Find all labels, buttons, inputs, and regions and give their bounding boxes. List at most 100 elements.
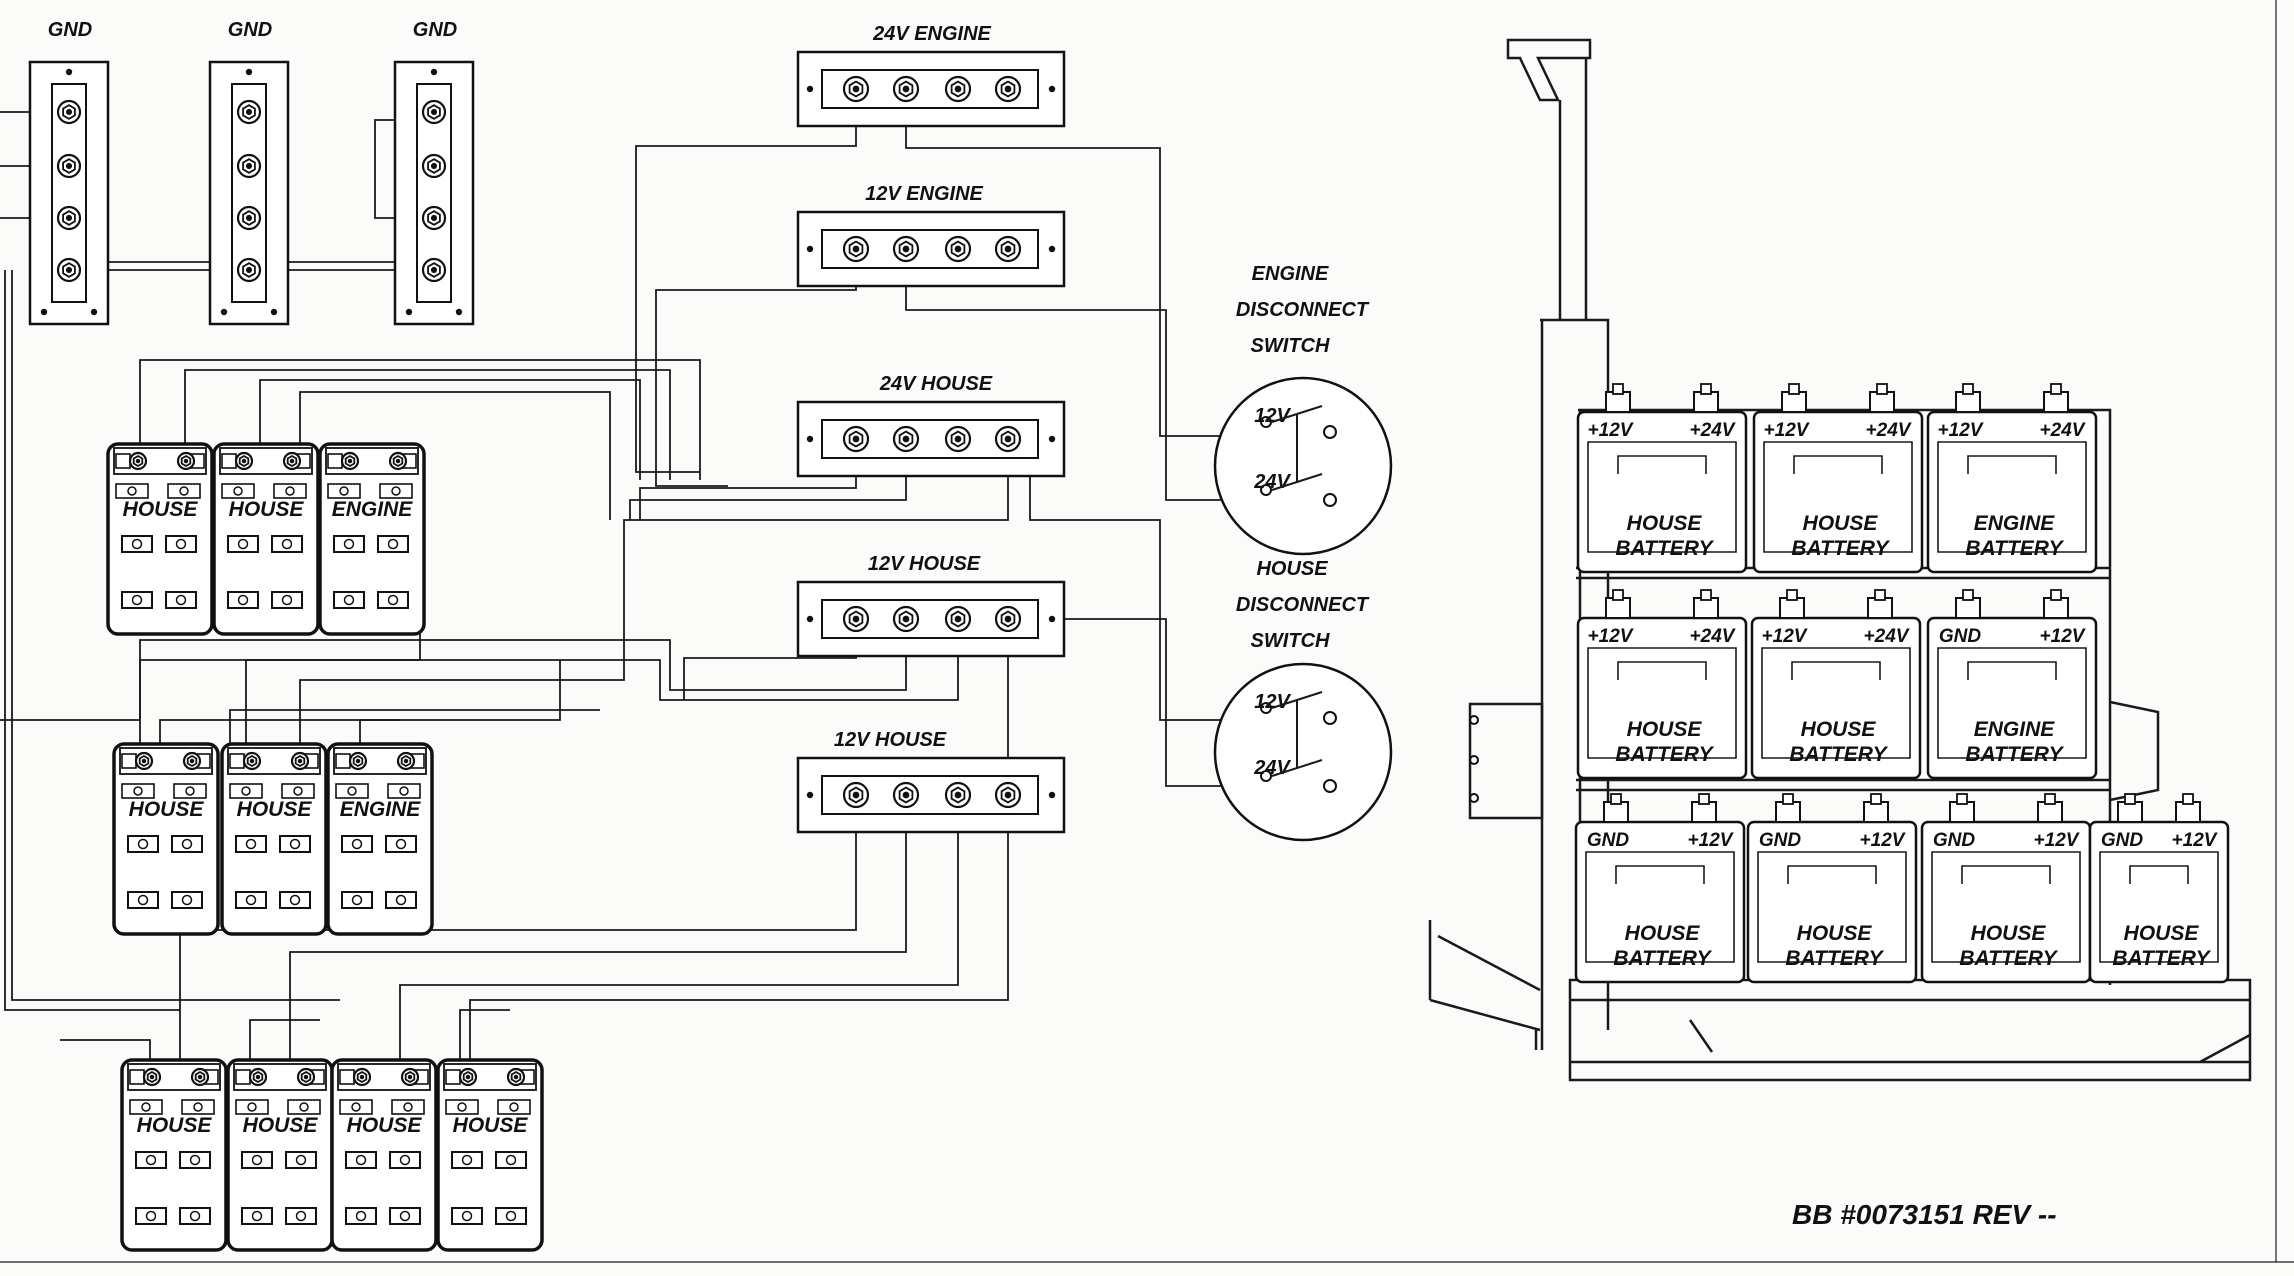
battery-label: BATTERY <box>1959 947 2058 970</box>
stud-icon <box>388 451 408 471</box>
terminal-label: +12V <box>1762 626 1808 647</box>
rack-post <box>1534 58 1610 1050</box>
screw-icon <box>806 245 814 253</box>
battery-label: ENGINE <box>340 798 422 821</box>
battery: HOUSE <box>212 442 320 636</box>
battery-case <box>318 442 426 636</box>
wire <box>299 391 611 520</box>
wire <box>4 270 340 1011</box>
battery-case <box>1576 616 1748 780</box>
battery-label: HOUSE <box>1625 922 1701 945</box>
distribution-busbar: 24V ENGINE <box>796 23 1066 128</box>
screw-icon <box>806 791 814 799</box>
screw-icon <box>270 308 278 316</box>
battery-case <box>1750 616 1922 780</box>
battery-case <box>112 742 220 936</box>
terminal-label: GND <box>1587 830 1630 851</box>
wire <box>399 795 959 1060</box>
terminal-label: +12V <box>1588 626 1634 647</box>
gnd-busbar: GND <box>208 19 290 326</box>
screw-icon <box>806 435 814 443</box>
terminal-label: GND <box>1939 626 1982 647</box>
wire <box>1007 438 1233 721</box>
gnd-busbar-label: GND <box>228 19 272 41</box>
terminal-label: +12V <box>2034 830 2080 851</box>
battery: HOUSE <box>112 742 220 936</box>
terminal-label: +12V <box>1938 420 1984 441</box>
battery: HOUSE <box>120 1058 228 1252</box>
switch-title: SWITCH <box>1251 630 1330 652</box>
busbar-label: 12V ENGINE <box>865 183 983 205</box>
battery-case <box>2088 820 2230 984</box>
wire <box>249 1019 320 1076</box>
battery-label: HOUSE <box>1801 718 1877 741</box>
stud-icon <box>842 75 870 103</box>
stud-icon <box>421 257 447 283</box>
battery-label: HOUSE <box>1627 718 1703 741</box>
terminal-label: +24V <box>1866 420 1912 441</box>
terminal-label: GND <box>1933 830 1976 851</box>
battery-case <box>1926 410 2098 574</box>
stud-icon <box>182 751 202 771</box>
distribution-busbar: 12V HOUSE <box>796 729 1066 834</box>
battery-label: HOUSE <box>1971 922 2047 945</box>
battery-label: BATTERY <box>1965 743 2064 766</box>
screw-icon <box>455 308 463 316</box>
battery-case <box>326 742 434 936</box>
stud-icon <box>282 451 302 471</box>
battery-case <box>330 1058 438 1252</box>
busbar-label: 24V ENGINE <box>872 23 991 45</box>
wire <box>459 1009 510 1076</box>
busbar-label: 24V HOUSE <box>879 373 993 395</box>
rack-frame <box>1428 920 1541 1032</box>
stud-icon <box>340 451 360 471</box>
screw-icon <box>430 68 438 76</box>
terminal-label: +12V <box>1764 420 1810 441</box>
distribution-busbar: 12V ENGINE <box>796 183 1066 288</box>
stud-icon <box>944 235 972 263</box>
stud-icon <box>236 153 262 179</box>
stud-icon <box>56 257 82 283</box>
switch-body <box>1213 376 1393 556</box>
stud-icon <box>892 75 920 103</box>
battery: HOUSE <box>220 742 328 936</box>
stud-icon <box>142 1067 162 1087</box>
gnd-busbar-label: GND <box>413 19 457 41</box>
rack-side-plate <box>1468 702 1544 820</box>
stud-icon <box>892 605 920 633</box>
rack-bracket <box>1506 38 1592 102</box>
switch-title: DISCONNECT <box>1236 594 1370 616</box>
screw-icon <box>1048 85 1056 93</box>
battery-label: ENGINE <box>332 498 414 521</box>
distribution-busbar: 24V HOUSE <box>796 373 1066 478</box>
stud-icon <box>56 153 82 179</box>
switch-title: SWITCH <box>1251 335 1330 357</box>
stud-icon <box>396 751 416 771</box>
gnd-busbar-label: GND <box>48 19 92 41</box>
stud-icon <box>190 1067 210 1087</box>
wire <box>139 619 907 744</box>
terminal-label: +24V <box>2040 420 2086 441</box>
screw-icon <box>90 308 98 316</box>
stud-icon <box>842 605 870 633</box>
battery-case <box>1926 616 2098 780</box>
battery-label: HOUSE <box>137 1114 213 1137</box>
stud-icon <box>842 425 870 453</box>
battery-label: BATTERY <box>1613 947 1712 970</box>
wire <box>179 795 857 1060</box>
terminal-label: +12V <box>1688 830 1734 851</box>
switch-position-label: 12V <box>1254 405 1291 427</box>
switch-body <box>1213 662 1393 842</box>
wire <box>905 89 1233 437</box>
stud-icon <box>56 205 82 231</box>
stud-icon <box>400 1067 420 1087</box>
battery-case <box>1576 410 1748 574</box>
stud-icon <box>994 425 1022 453</box>
